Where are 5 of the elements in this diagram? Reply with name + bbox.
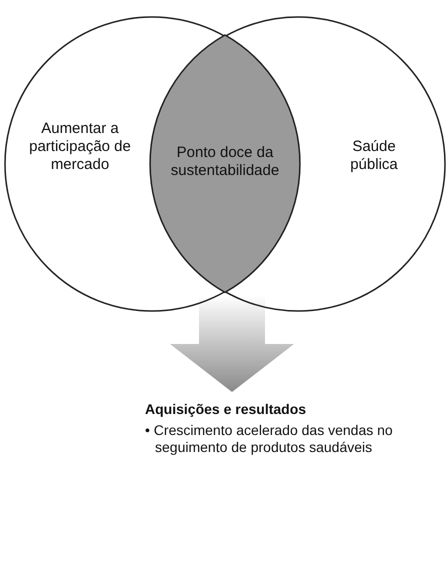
circle-label: Saúde pública [349, 138, 399, 174]
circle-label: Aumentar a participação de mercado [28, 120, 132, 174]
circle-label: Ponto doce da sustentabilidade [170, 144, 280, 180]
heading: Aquisições e resultados [145, 400, 308, 418]
bullet-item: • Crescimento acelerado das vendas no seguimento de produtos saudáveis [145, 422, 394, 456]
